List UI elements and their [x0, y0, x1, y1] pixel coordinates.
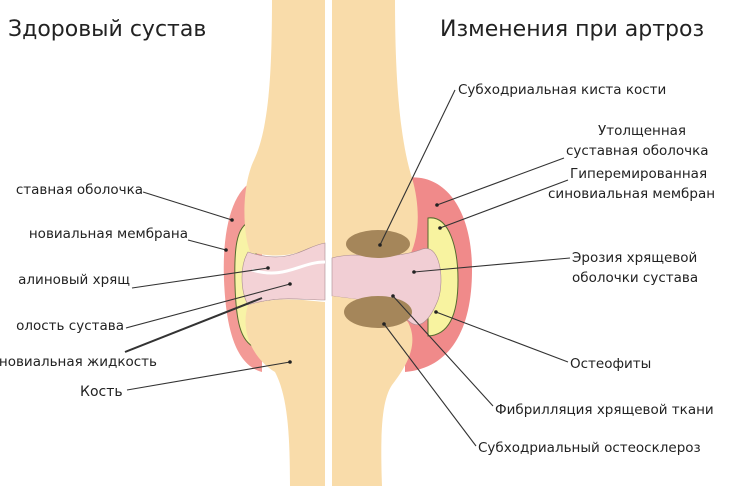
- label-osteophytes: Остеофиты: [570, 356, 651, 372]
- label-synovial-fluid: новиальная жидкость: [0, 354, 157, 370]
- femur-left: [244, 0, 325, 256]
- label-synovial-membrane: новиальная мембрана: [29, 226, 188, 242]
- label-cartilage-erosion-2: оболочки сустава: [572, 270, 698, 286]
- tibia-right: [332, 296, 413, 486]
- label-cartilage-erosion: Эрозия хрящевой: [572, 250, 697, 266]
- arthrosis-joint-illustration: [331, 0, 472, 486]
- label-subchondral-cyst: Субходриальная киста кости: [458, 82, 666, 98]
- label-joint-capsule: ставная оболочка: [16, 182, 143, 198]
- subchondral-sclerosis-lower: [344, 296, 412, 328]
- label-thickened-capsule: суставная оболочка: [566, 143, 709, 159]
- label-cartilage-fibrillation: Фибрилляция хрящевой ткани: [495, 402, 714, 418]
- label-thickened: Утолщенная: [598, 123, 686, 139]
- femur-right: [332, 0, 418, 262]
- label-bone: Кость: [80, 384, 123, 400]
- label-hyaline-cartilage: алиновый хрящ: [18, 272, 130, 288]
- cartilage-left: [241, 242, 326, 306]
- tibia-left: [245, 299, 325, 486]
- label-hyperemic-membrane: синовиальная мембран: [548, 186, 715, 202]
- arthrosis-title: Изменения при артроз: [440, 17, 704, 42]
- healthy-joint-illustration: [223, 0, 326, 486]
- healthy-joint-title: Здоровый сустав: [8, 17, 206, 42]
- label-subchondral-osteosclerosis: Субходриальный остеосклероз: [478, 440, 701, 456]
- label-joint-cavity: олость сустава: [16, 318, 124, 334]
- subchondral-cyst-upper: [346, 230, 410, 258]
- joint-cavity-left: [251, 260, 326, 275]
- label-hyperemic: Гиперемированная: [570, 166, 707, 182]
